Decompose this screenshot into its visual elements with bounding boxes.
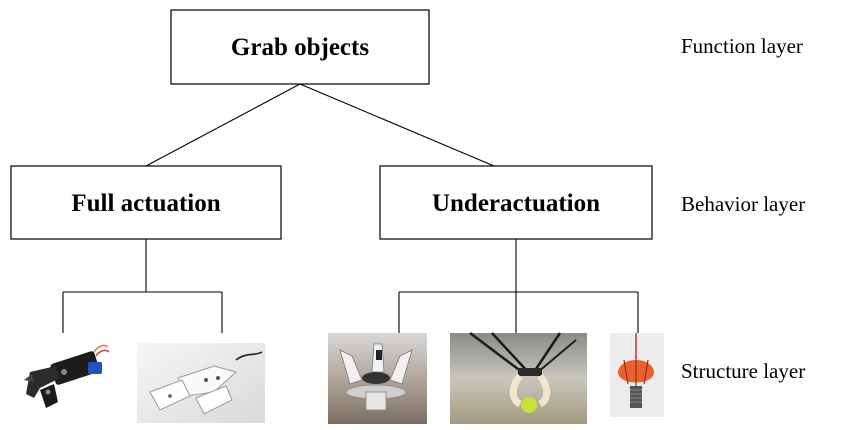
white-parallel-gripper-photo bbox=[137, 343, 265, 423]
structure-layer-label: Structure layer bbox=[681, 359, 805, 383]
connector-root-right bbox=[299, 83, 495, 167]
black-servo-gripper-photo bbox=[24, 344, 110, 408]
behavior-node-label: Underactuation bbox=[432, 190, 600, 217]
orange-soft-gripper-photo bbox=[610, 333, 664, 417]
behavior-node-label: Full actuation bbox=[71, 190, 220, 217]
root-node: Grab objects bbox=[170, 9, 430, 85]
behavior-layer-label: Behavior layer bbox=[681, 192, 805, 216]
delta-robot-soft-gripper-photo bbox=[450, 332, 587, 424]
behavior-node-full-actuation: Full actuation bbox=[10, 165, 282, 240]
function-layer-label: Function layer bbox=[681, 34, 803, 58]
root-node-label: Grab objects bbox=[231, 34, 369, 61]
connectors bbox=[62, 83, 639, 333]
three-finger-soft-gripper-photo bbox=[328, 333, 427, 424]
connector-root-left bbox=[145, 83, 301, 167]
behavior-node-underactuation: Underactuation bbox=[379, 165, 653, 240]
